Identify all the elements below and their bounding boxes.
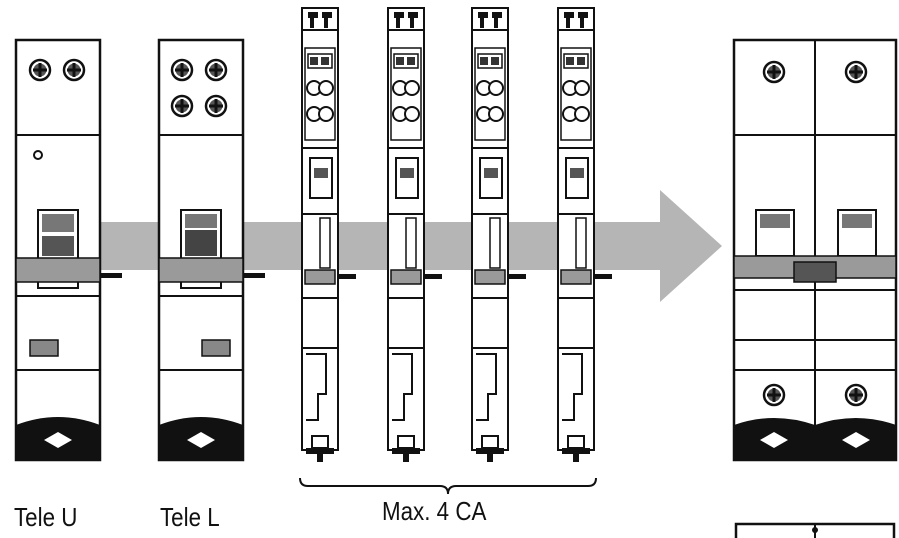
tele-u-label: Tele U [14,502,78,532]
terminal-screw-icon [844,383,868,407]
max-ca-label: Max. 4 CA [382,496,487,526]
group-brace [299,477,597,495]
terminal-screw-icon [204,94,228,118]
terminal-screw-icon [170,58,194,82]
partial-component [734,522,896,538]
terminal-screw-icon [844,60,868,84]
terminal-screw-icon [204,58,228,82]
terminal-screw-icon [62,58,86,82]
tele-l-module [157,38,265,462]
tele-l-label: Tele L [160,502,220,532]
terminal-screw-icon [28,58,52,82]
result-breaker [732,38,898,462]
terminal-screw-icon [762,383,786,407]
terminal-screw-icon [170,94,194,118]
terminal-screw-icon [762,60,786,84]
tele-u-module [14,38,122,462]
